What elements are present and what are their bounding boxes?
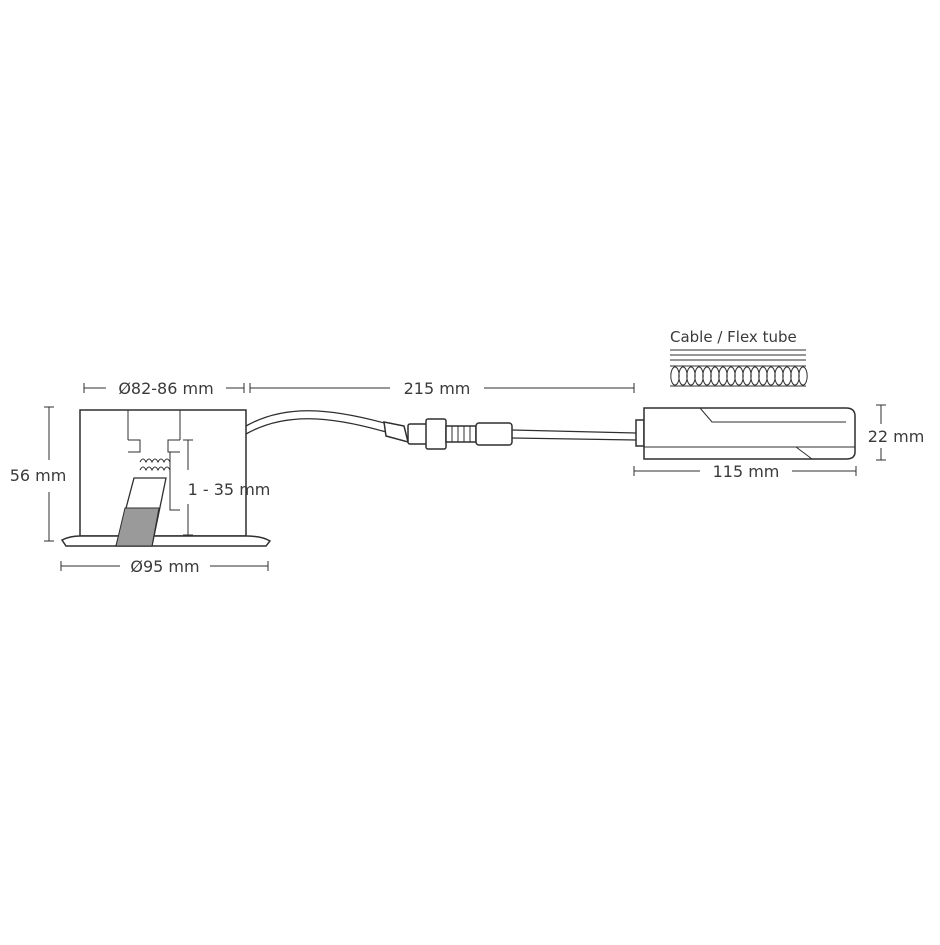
flex-tube-coil <box>686 366 696 386</box>
flex-tube-coil <box>710 366 720 386</box>
driver-cable-clamp <box>635 419 645 447</box>
connector-latch <box>425 418 447 450</box>
downlight-bezel <box>60 535 272 547</box>
flex-tube-coil <box>750 366 760 386</box>
height-label: 56 mm <box>10 466 67 485</box>
flex-tube-coil <box>766 366 776 386</box>
driver-housing <box>643 407 856 460</box>
legend-label: Cable / Flex tube <box>670 328 797 346</box>
flex-tube-coil <box>798 366 808 386</box>
dimension-height: 56 mm <box>10 406 67 542</box>
spring-coil <box>139 458 171 464</box>
driver-foot-edge <box>795 446 813 460</box>
driver-length-label: 115 mm <box>713 462 780 481</box>
flex-tube-coil <box>774 366 784 386</box>
dimension-cable-length: 215 mm <box>249 379 635 398</box>
dimension-bezel: Ø95 mm <box>60 557 269 576</box>
connector-socket <box>445 425 477 443</box>
clip-bracket-top <box>128 439 141 453</box>
dimension-driver-height: 22 mm <box>868 404 925 461</box>
cable-assembly <box>245 410 637 450</box>
driver-lid-edge <box>699 407 846 423</box>
driver-height-label: 22 mm <box>868 427 925 446</box>
flex-tube-coil <box>718 366 728 386</box>
flex-tube-coil <box>790 366 800 386</box>
flex-tube-coil <box>782 366 792 386</box>
bezel-diameter-label: Ø95 mm <box>130 557 199 576</box>
legend-flex-tube <box>670 366 808 386</box>
cable-top <box>245 410 389 427</box>
flex-tube-coil <box>670 366 680 386</box>
flex-tube-coil <box>694 366 704 386</box>
cable-legend: Cable / Flex tube <box>670 328 808 387</box>
dimension-ceiling-thickness: 1 - 35 mm <box>183 439 271 536</box>
downlight-fixture <box>60 409 272 547</box>
flex-tube-coil <box>758 366 768 386</box>
cable-to-driver-bottom <box>511 437 637 441</box>
clip-bracket-rail <box>169 452 180 511</box>
spring-coil-lower <box>139 466 171 472</box>
flex-tube-coil <box>678 366 688 386</box>
cable-to-driver-top <box>511 429 637 434</box>
dimension-cutout: Ø82-86 mm <box>83 379 245 398</box>
ceiling-thickness-label: 1 - 35 mm <box>188 480 271 499</box>
cutout-label: Ø82-86 mm <box>118 379 213 398</box>
flex-tube-coil <box>734 366 744 386</box>
driver-box <box>635 407 856 460</box>
clip-bracket-top-right <box>167 439 180 453</box>
flex-tube-coil <box>742 366 752 386</box>
flex-tube-coil <box>726 366 736 386</box>
spring-clip-shaded <box>115 507 160 547</box>
cable-sleeve-left <box>383 421 410 444</box>
dimension-driver-length: 115 mm <box>633 462 857 481</box>
cable-sleeve-right <box>475 422 513 446</box>
cable-length-label: 215 mm <box>404 379 471 398</box>
flex-tube-coil <box>702 366 712 386</box>
downlight-housing <box>79 409 247 537</box>
cable-bottom <box>245 418 387 435</box>
